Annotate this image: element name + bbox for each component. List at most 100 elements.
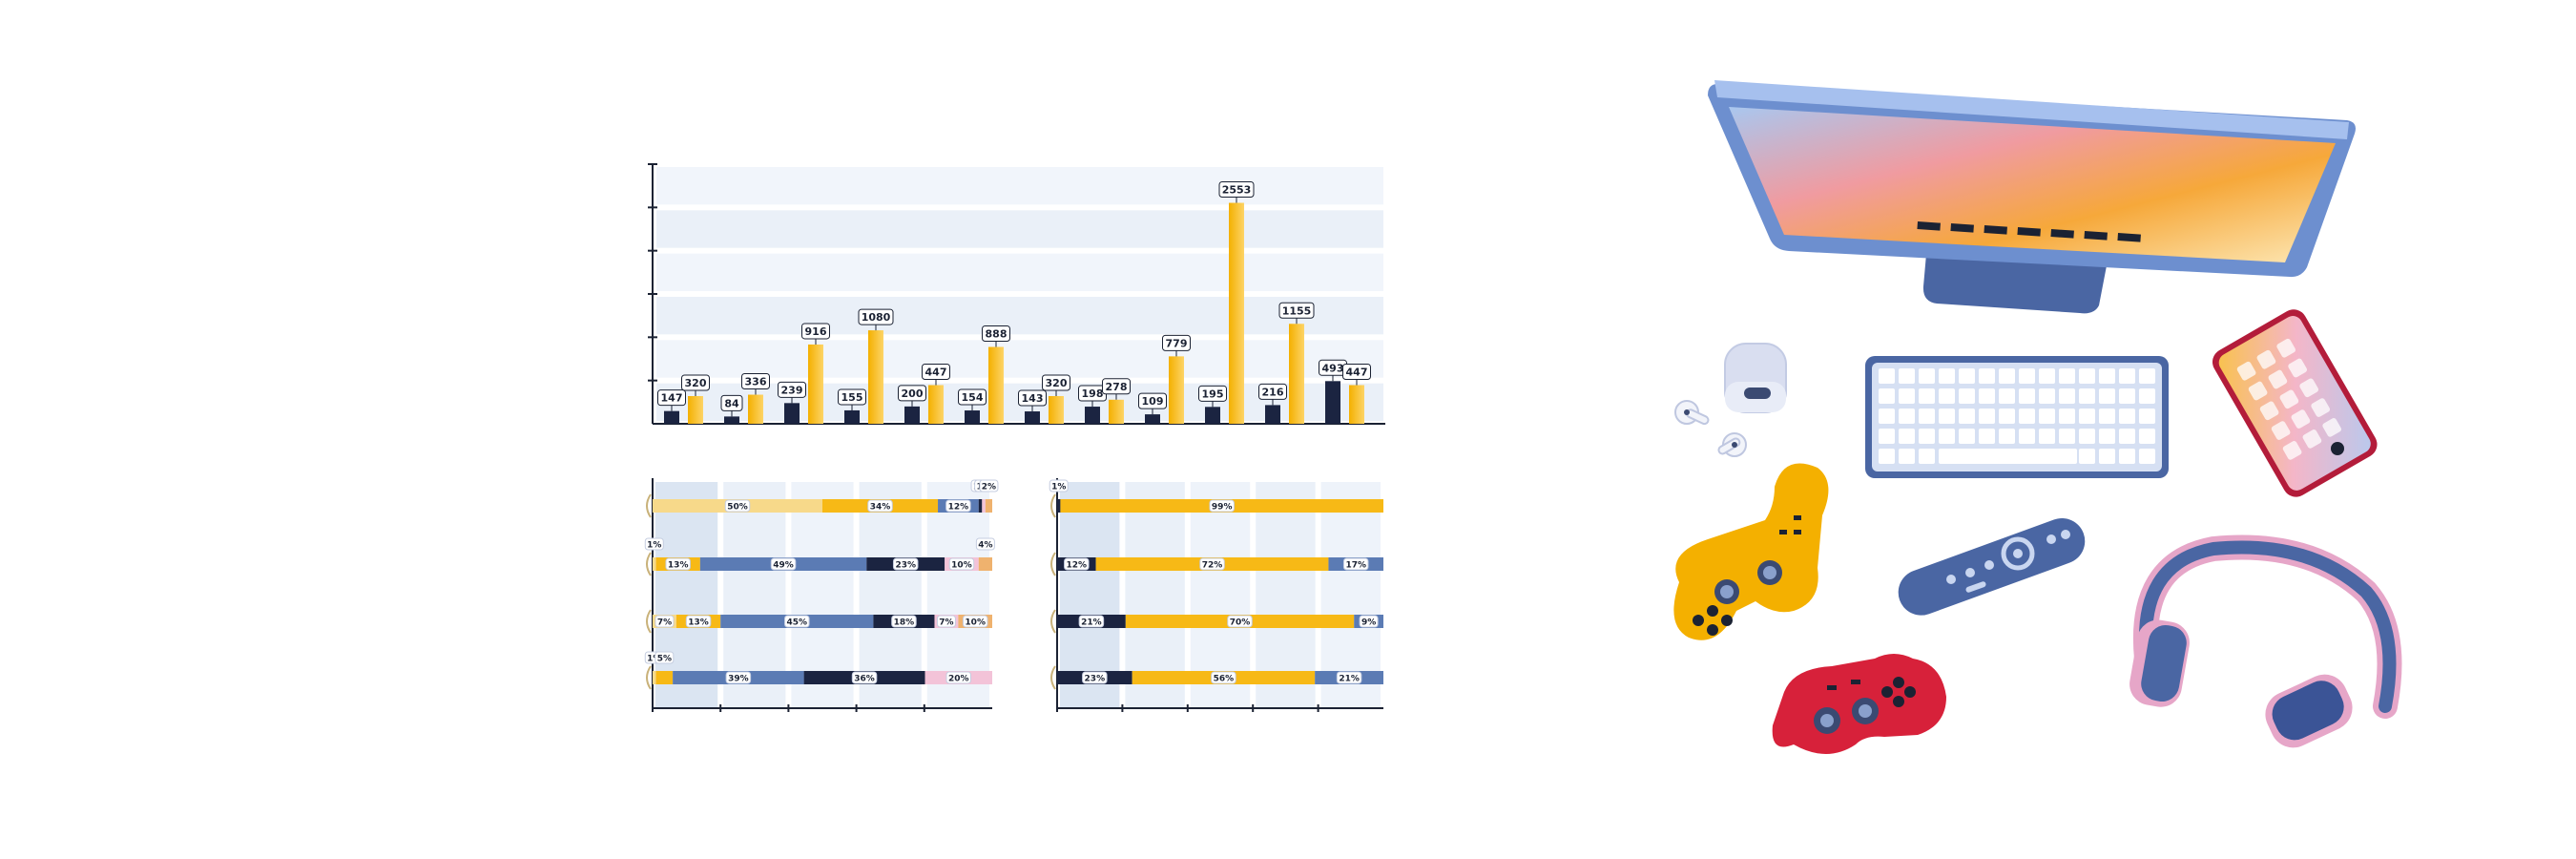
- keyboard-key: [2119, 368, 2135, 384]
- segment-label-box: [945, 671, 972, 684]
- keyboard-key: [2019, 429, 2035, 444]
- segment-label-box: [851, 671, 878, 684]
- bar-gold: [808, 344, 823, 424]
- stack-segment: [653, 557, 656, 571]
- segment-label-box: [945, 499, 971, 513]
- keyboard-key: [1879, 429, 1895, 444]
- bar-dark: [904, 406, 920, 424]
- phone-app-tile: [2248, 381, 2268, 401]
- row-bracket: [1050, 609, 1056, 634]
- data-label: 200: [902, 388, 924, 400]
- grid-column: [1256, 482, 1316, 708]
- segment-label: 23%: [1085, 675, 1106, 684]
- row-bracket: [646, 665, 652, 690]
- keyboard-key: [2079, 429, 2095, 444]
- grid-band: [656, 167, 1383, 205]
- keyboard-key: [1959, 429, 1975, 444]
- segment-label: 1%: [647, 541, 661, 551]
- keyboard-key: [1999, 388, 2015, 404]
- data-label: 147: [661, 392, 683, 405]
- bar-dark: [1205, 407, 1220, 424]
- grid-band: [656, 253, 1383, 291]
- segment-label-box: [654, 615, 675, 628]
- bar-dark: [724, 416, 739, 424]
- row-bracket: [1050, 665, 1056, 690]
- keyboard-key: [1999, 368, 2015, 384]
- segment-label: 1%: [1051, 483, 1066, 492]
- keyboard-key: [2099, 388, 2115, 404]
- bar-dark: [784, 403, 800, 424]
- data-label-box: [1138, 392, 1167, 409]
- segment-label-box: [1227, 615, 1253, 628]
- segment-label-box: [1211, 671, 1236, 684]
- grid-column: [791, 482, 854, 708]
- keyboard-key: [1979, 409, 1995, 424]
- segment-label-box: [654, 651, 675, 664]
- phone-app-tile: [2302, 430, 2322, 449]
- segment-label: 4%: [978, 541, 992, 551]
- keyboard-key: [2019, 368, 2035, 384]
- keyboard-key: [1899, 449, 1915, 464]
- segment-label-box: [770, 557, 797, 571]
- bar-dark: [1025, 411, 1040, 424]
- segment-label: 17%: [1345, 561, 1366, 571]
- stack-segment: [1057, 499, 1061, 513]
- segment-label-box: [892, 557, 919, 571]
- bar-gold: [688, 395, 703, 424]
- keyboard-key: [1939, 409, 1955, 424]
- bar-gold: [1169, 356, 1184, 424]
- data-label-box: [958, 388, 987, 406]
- keyboard-key: [2119, 429, 2135, 444]
- data-label-box: [922, 363, 950, 380]
- phone-app-tile: [2236, 361, 2256, 381]
- keyboard-key: [1899, 429, 1915, 444]
- data-label: 198: [1082, 388, 1104, 400]
- keyboard-key: [1939, 429, 1955, 444]
- data-label: 1080: [862, 311, 891, 324]
- keyboard-key: [2059, 388, 2075, 404]
- smartphone-icon: [2212, 309, 2378, 497]
- segment-label-box: [948, 557, 975, 571]
- segment-label: 20%: [948, 675, 969, 684]
- grid-band: [656, 210, 1383, 248]
- data-label-box: [1102, 378, 1131, 395]
- segment-label-box: [1078, 615, 1105, 628]
- keyboard-key: [1919, 409, 1935, 424]
- keyboard-key: [1879, 449, 1895, 464]
- grid-column: [655, 482, 718, 708]
- keyboard-key: [1979, 368, 1995, 384]
- row-bracket: [646, 609, 652, 634]
- segment-label: 9%: [1361, 618, 1376, 628]
- keyboard-icon: [1865, 356, 2169, 478]
- segment-label-box: [1064, 557, 1090, 571]
- keyboard-key: [1919, 449, 1935, 464]
- segment-label: 2%: [982, 483, 996, 492]
- segment-label: 39%: [728, 675, 749, 684]
- keyboard-key: [2139, 368, 2155, 384]
- keyboard-key: [2039, 368, 2055, 384]
- data-label: 320: [1046, 377, 1068, 389]
- keyboard-key: [1959, 409, 1975, 424]
- keyboard-key: [1919, 388, 1935, 404]
- data-label-box: [858, 308, 894, 325]
- phone-app-tile: [2279, 389, 2299, 409]
- phone-app-tile: [2291, 409, 2311, 429]
- data-label: 143: [1022, 392, 1044, 405]
- keyboard-key: [1899, 368, 1915, 384]
- data-label-box: [1198, 385, 1227, 402]
- segment-label: 70%: [1230, 618, 1251, 628]
- keyboard-key: [2019, 388, 2035, 404]
- phone-app-tile: [2256, 349, 2276, 369]
- segment-label-box: [1359, 615, 1379, 628]
- bar-dark: [1085, 407, 1100, 424]
- keyboard-key: [2059, 368, 2075, 384]
- keyboard-key: [1899, 388, 1915, 404]
- segment-label: 10%: [951, 561, 972, 571]
- segment-label-box: [784, 615, 810, 628]
- row-bracket: [646, 493, 652, 518]
- data-label-box: [1018, 389, 1047, 407]
- segment-label: 7%: [657, 618, 672, 628]
- bar-gold: [1229, 202, 1244, 424]
- data-label-box: [1218, 181, 1255, 199]
